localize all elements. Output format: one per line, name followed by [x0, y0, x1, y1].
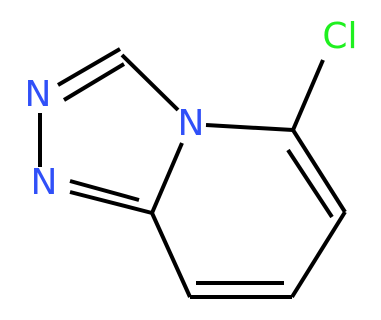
bond-c8a-n1-double-outer [69, 190, 153, 215]
bond-n4-c8a [150, 142, 184, 214]
bond-n2-c3-double-outer [56, 47, 122, 87]
bond-c5-cl [291, 59, 325, 131]
bond-c8-c8a [150, 212, 192, 298]
atom-cl-label: Cl [322, 16, 357, 57]
atom-n4-label: N [178, 103, 205, 144]
bond-c8a-n1-double-inner [69, 179, 140, 202]
atom-n2-label: N [25, 74, 52, 115]
atom-n1-label: N [31, 162, 58, 203]
bond-n2-c3-double-inner [62, 62, 126, 102]
bond-c5-c6-double-inner [286, 148, 334, 219]
bond-n4-c5 [205, 123, 294, 132]
bond-c5-c6-double-outer [291, 128, 347, 214]
bond-c6-c7 [290, 210, 347, 299]
bond-c3-n4 [120, 53, 180, 112]
